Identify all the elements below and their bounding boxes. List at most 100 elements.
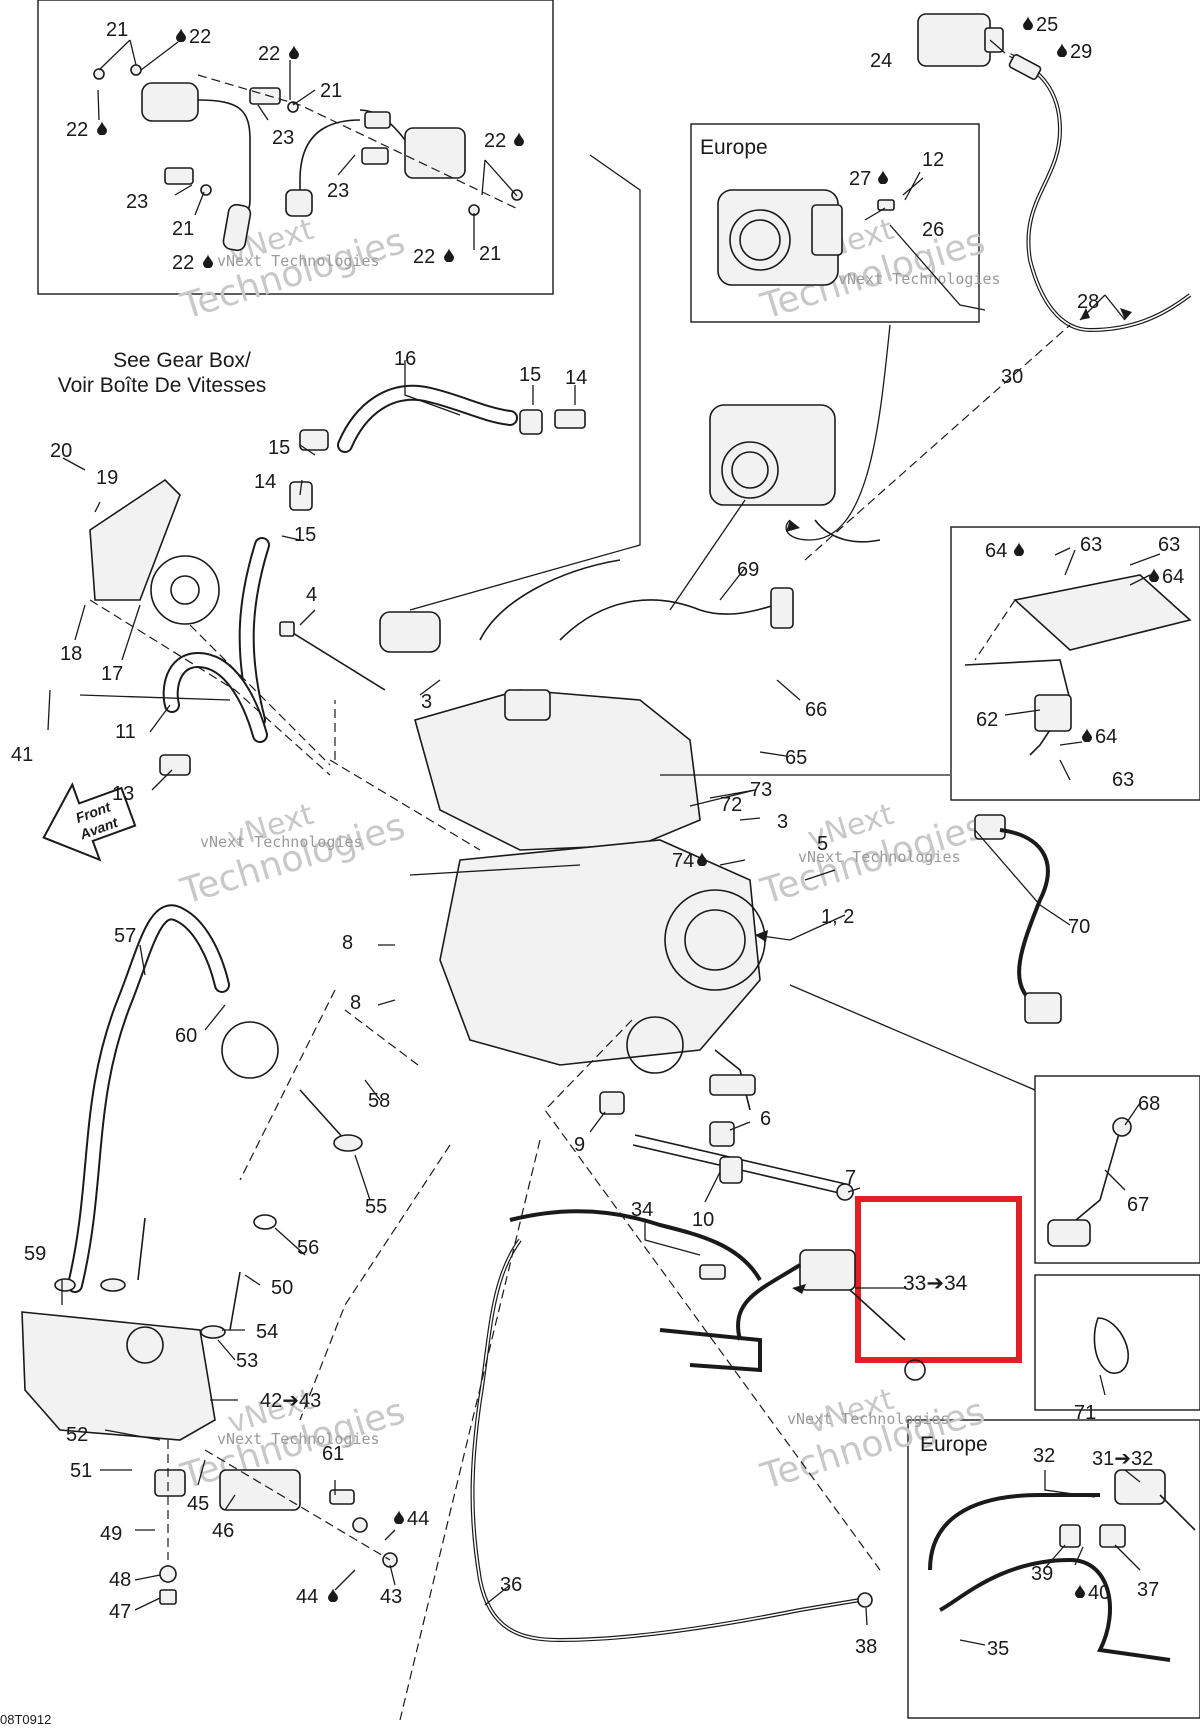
highlight-box	[855, 1196, 1022, 1363]
sprocket-drawing	[89, 478, 220, 625]
callout-label: 64	[1095, 726, 1117, 748]
europe-throttle-body-drawing	[717, 189, 895, 286]
callout-label: 63	[1080, 534, 1102, 556]
throttle-body-drawing	[709, 404, 881, 543]
dipstick-drawing	[253, 1089, 363, 1230]
callout-label: 44	[407, 1508, 429, 1530]
callout-label: 61	[322, 1443, 344, 1465]
frames	[37, 0, 1200, 1719]
watermark-brand: vNext Technologies	[217, 252, 380, 270]
shift-lever-inset-box	[1034, 1075, 1200, 1264]
callout-label: 53	[236, 1350, 258, 1372]
watermark-brand: vNext Technologies	[838, 270, 1001, 288]
oil-drop-icon	[328, 1588, 338, 1602]
callout-label: 45	[187, 1493, 209, 1515]
callout-label: 15	[268, 437, 290, 459]
callout-label: 1, 2	[821, 906, 854, 928]
europe-bottom-label: Europe	[920, 1433, 988, 1456]
clamp-71-drawing	[1093, 1317, 1130, 1374]
notes: See Gear Box/ Voir Boîte De Vitesses Eur…	[0, 136, 988, 1727]
callout-label: 14	[254, 471, 276, 493]
callout-label: 35	[987, 1638, 1009, 1660]
callout-label: 47	[109, 1601, 131, 1623]
callout-label: 73	[750, 779, 772, 801]
highlight-label: 33➔34	[903, 1272, 968, 1295]
callout-label: 4	[306, 584, 317, 606]
callout-label: 31➔32	[1092, 1448, 1153, 1470]
oil-drop-icon	[444, 248, 454, 262]
callout-label: 52	[66, 1424, 88, 1446]
callout-label: 66	[805, 699, 827, 721]
callout-label: 23	[327, 180, 349, 202]
callout-label: 15	[519, 364, 541, 386]
oil-drop-icon	[1075, 1584, 1085, 1598]
callout-label: 43	[380, 1586, 402, 1608]
callout-label: 41	[11, 744, 33, 766]
watermark-brand: vNext Technologies	[217, 1430, 380, 1448]
callout-label: 68	[1138, 1093, 1160, 1115]
clamp-inset-box	[1034, 1274, 1200, 1411]
callout-label: 7	[845, 1167, 856, 1189]
callout-label: 63	[1112, 769, 1134, 791]
callout-label: 63	[1158, 534, 1180, 556]
callout-label: 21	[479, 243, 501, 265]
callout-label: 57	[114, 925, 136, 947]
callout-label: 25	[1036, 14, 1058, 36]
callout-label: 29	[1070, 41, 1092, 63]
callout-label: 36	[500, 1574, 522, 1596]
callout-label: 14	[565, 367, 587, 389]
shift-lever-drawing	[1047, 1117, 1132, 1247]
callout-label: 22	[172, 252, 194, 274]
callout-label: 24	[870, 50, 892, 72]
clutch-lever-drawing	[470, 1209, 926, 1643]
ignition-coil-inset-box	[37, 0, 554, 295]
callout-label: 39	[1031, 1563, 1053, 1585]
callout-label: 21	[320, 80, 342, 102]
callout-label: 28	[1077, 291, 1099, 313]
callout-label: 11	[115, 721, 136, 743]
callout-label: 70	[1068, 916, 1090, 938]
callout-label: 12	[922, 149, 944, 171]
misc-parts-drawing	[279, 621, 1062, 1024]
callout-label: 64	[985, 540, 1007, 562]
callout-label: 27	[849, 168, 871, 190]
watermark-mid-right: vNext Technologies	[756, 797, 990, 913]
callout-label: 23	[126, 191, 148, 213]
callout-label: 38	[855, 1636, 877, 1658]
callouts: 21 22 22 21 22 23 23 22 23 21 22 22 21 2…	[11, 14, 1184, 1660]
callout-label: 22	[189, 26, 211, 48]
callout-label: 55	[365, 1196, 387, 1218]
callout-label: 46	[212, 1520, 234, 1542]
callout-label: 69	[737, 559, 759, 581]
ecm-inset-box	[950, 526, 1200, 801]
fasteners-drawing	[54, 1217, 398, 1568]
callout-label: 3	[421, 691, 432, 713]
callout-label: 22	[66, 119, 88, 141]
oil-drop-icon	[1082, 728, 1092, 742]
callout-label: 74	[672, 850, 694, 872]
callout-label: 62	[976, 709, 998, 731]
callout-label: 34	[631, 1199, 653, 1221]
callout-label: 65	[785, 747, 807, 769]
europe-clutch-drawing	[928, 1469, 1196, 1662]
callout-label: 37	[1137, 1579, 1159, 1601]
callout-label: 3	[777, 811, 788, 833]
oil-drop-icon	[1149, 568, 1159, 582]
callout-label: 15	[294, 524, 316, 546]
callout-label: 71	[1074, 1402, 1096, 1424]
watermark-brand: vNext Technologies	[798, 848, 961, 866]
gearbox-note-line-1: See Gear Box/	[113, 349, 251, 372]
callout-label: 8	[342, 932, 353, 954]
callout-label: 18	[60, 643, 82, 665]
callout-label: 23	[272, 127, 294, 149]
callout-label: 58	[368, 1090, 390, 1112]
callout-label: 72	[720, 794, 742, 816]
oil-tank-drawing	[21, 1311, 216, 1605]
callout-label: 8	[350, 992, 361, 1014]
callout-label: 20	[50, 440, 72, 462]
callout-label: 16	[394, 348, 416, 370]
callout-label: 9	[574, 1134, 585, 1156]
callout-label: 56	[297, 1237, 319, 1259]
oil-drop-icon	[97, 121, 107, 135]
